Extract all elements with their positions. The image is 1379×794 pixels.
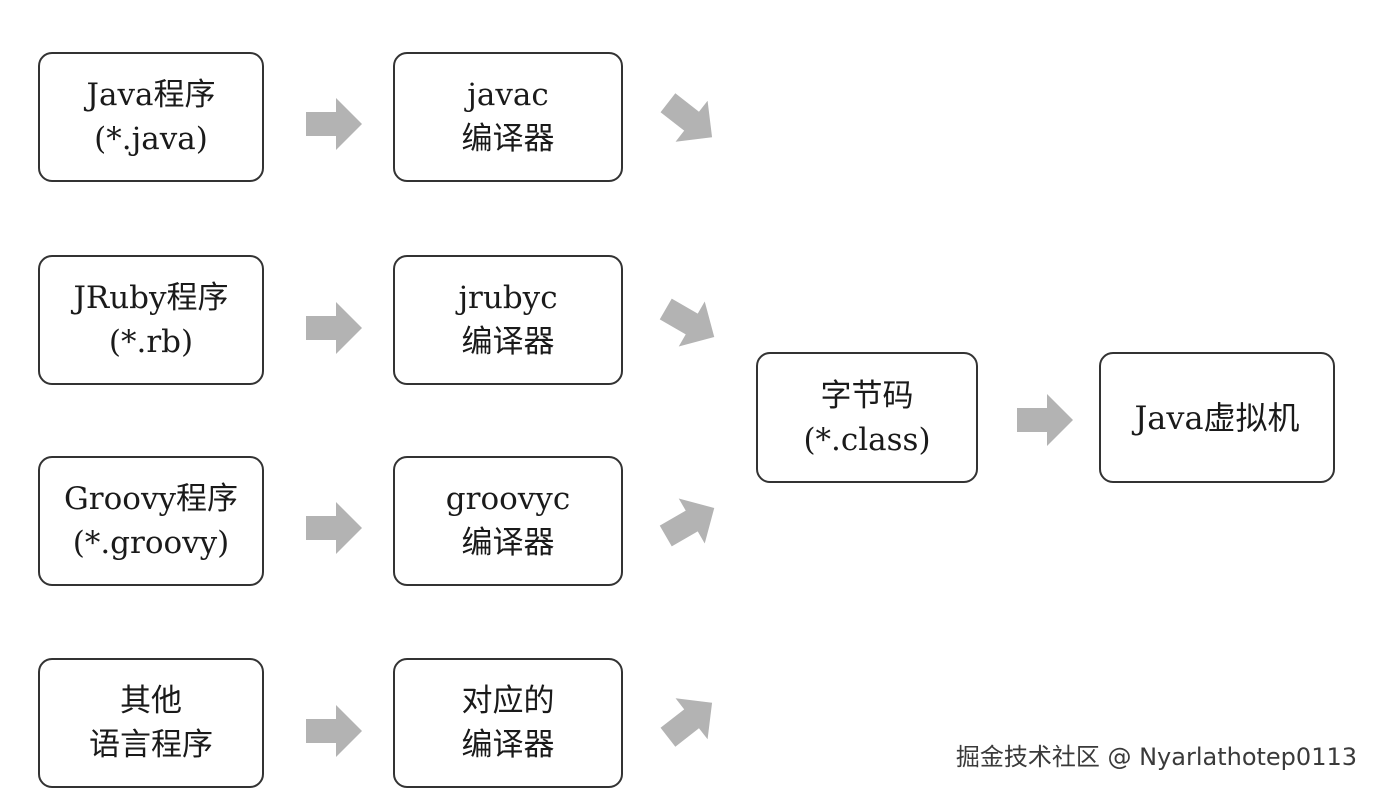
source-box-other: 其他 语言程序 (38, 658, 264, 788)
right-arrow-icon (1017, 394, 1073, 446)
source-extension: (*.rb) (108, 324, 194, 360)
compiler-box-javac: javac 编译器 (393, 52, 623, 182)
right-arrow-icon (306, 502, 362, 554)
source-label: Groovy程序 (64, 481, 238, 517)
source-label: Java程序 (86, 77, 216, 113)
compiler-caption: 编译器 (461, 525, 555, 561)
jvm-box: Java虚拟机 (1099, 352, 1335, 483)
source-label: 其他 (120, 683, 182, 719)
bytecode-label: 字节码 (820, 377, 914, 414)
source-box-jruby: JRuby程序 (*.rb) (38, 255, 264, 385)
compiler-caption: 编译器 (461, 727, 555, 763)
compiler-caption: 编译器 (461, 324, 555, 360)
watermark: 掘金技术社区 @ Nyarlathotep0113 (955, 743, 1357, 771)
diagonal-up-arrow-icon (651, 682, 729, 758)
source-box-groovy: Groovy程序 (*.groovy) (38, 456, 264, 586)
compiler-label: groovyc (445, 481, 571, 517)
compiler-box-groovyc: groovyc 编译器 (393, 456, 623, 586)
jvm-label: Java虚拟机 (1134, 398, 1300, 437)
compiler-box-jrubyc: jrubyc 编译器 (393, 255, 623, 385)
diagonal-down-arrow-icon (652, 286, 728, 360)
right-arrow-icon (306, 302, 362, 354)
compiler-label: jrubyc (458, 280, 558, 316)
source-extension: (*.java) (94, 121, 208, 157)
source-extension: 语言程序 (89, 727, 213, 763)
bytecode-extension: (*.class) (803, 421, 931, 458)
source-extension: (*.groovy) (72, 525, 230, 561)
compiler-caption: 编译器 (461, 121, 555, 157)
compiler-label: 对应的 (461, 683, 555, 719)
diagonal-up-arrow-icon (652, 485, 728, 559)
right-arrow-icon (306, 98, 362, 150)
source-box-java: Java程序 (*.java) (38, 52, 264, 182)
bytecode-box: 字节码 (*.class) (756, 352, 978, 483)
diagonal-down-arrow-icon (651, 82, 729, 158)
right-arrow-icon (306, 705, 362, 757)
compiler-label: javac (467, 77, 549, 113)
compiler-box-other: 对应的 编译器 (393, 658, 623, 788)
source-label: JRuby程序 (73, 280, 229, 316)
